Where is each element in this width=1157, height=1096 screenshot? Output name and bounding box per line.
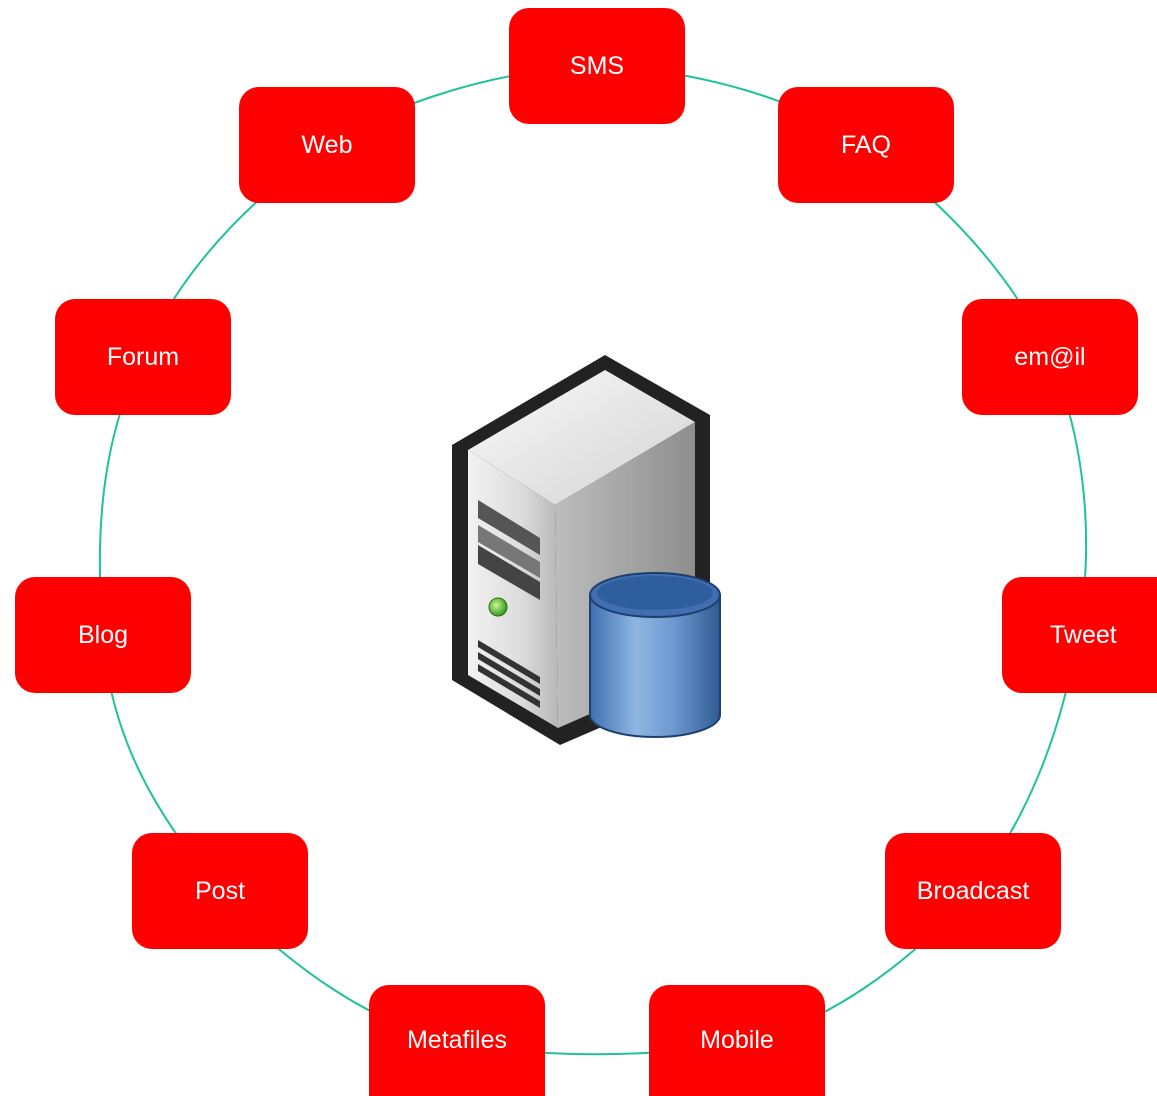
database-server-icon: [452, 355, 721, 745]
node-tweet: Tweet: [1002, 577, 1157, 693]
node-label: Blog: [77, 620, 129, 649]
node-label: Forum: [106, 342, 180, 371]
node-label: FAQ: [840, 130, 891, 159]
node-blog: Blog: [15, 577, 191, 693]
node-label: SMS: [569, 51, 625, 80]
node-mobile: Mobile: [649, 985, 825, 1096]
node-post: Post: [132, 833, 308, 949]
node-sms: SMS: [509, 8, 685, 124]
node-email: em@il: [962, 299, 1138, 415]
node-label: Post: [194, 876, 246, 905]
node-web: Web: [239, 87, 415, 203]
node-label: em@il: [1014, 342, 1086, 371]
node-broadcast: Broadcast: [885, 833, 1061, 949]
node-metafiles: Metafiles: [369, 985, 545, 1096]
node-label: Mobile: [700, 1026, 774, 1054]
node-label: Metafiles: [406, 1026, 508, 1054]
node-label: Tweet: [1050, 620, 1117, 649]
node-forum: Forum: [55, 299, 231, 415]
node-label: Broadcast: [916, 876, 1030, 905]
node-faq: FAQ: [778, 87, 954, 203]
node-label: Web: [301, 130, 353, 159]
